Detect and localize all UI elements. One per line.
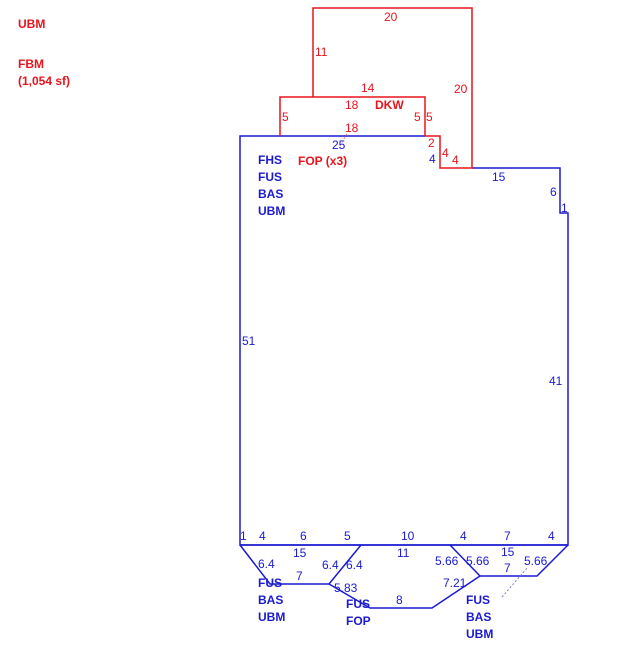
area-label: FUS [258,170,282,184]
dim: 6 [300,529,307,543]
leader-line-red [339,127,351,147]
area-label: BAS [466,610,491,624]
dim: 15 [293,546,307,560]
dim: 7 [296,569,303,583]
area-label: BAS [258,593,283,607]
area-label: UBM [466,627,493,641]
dim: 1 [240,529,247,543]
dim: 25 [332,138,346,152]
dim: 7.21 [443,576,467,590]
area-label: BAS [258,187,283,201]
dim: 4 [442,146,449,160]
dim: 5 [282,110,289,124]
dim: 5.66 [524,554,548,568]
dim: 6.4 [258,557,275,571]
upper-addition-outline [312,7,473,169]
area-label: FUS [258,576,282,590]
dim: 6.4 [322,558,339,572]
area-label: UBM [258,204,285,218]
dim: 6 [550,185,557,199]
dim: 2 [428,136,435,150]
dim: 20 [454,82,468,96]
fop-label: FOP (x3) [298,154,347,168]
left-bay-outline [239,544,362,585]
dim: 5.66 [466,554,490,568]
legend-ubm: UBM [18,17,46,31]
dim: 1 [561,201,568,215]
dim: 11 [315,45,328,59]
leader-line [501,566,529,598]
dim: 4 [429,152,436,166]
area-label: FUS [466,593,490,607]
dim: 7 [504,529,511,543]
area-label: FUS [346,597,370,611]
dim: 4 [548,529,555,543]
main-building-outline [239,135,569,546]
dim: 5 [426,110,433,124]
dim: 5 [414,110,421,124]
area-label: FHS [258,153,282,167]
mid-bay-outline [328,544,482,609]
legend-fbm: FBM [18,57,44,71]
dkw-outline [279,96,426,136]
dim: 15 [501,545,515,559]
dim: 10 [401,529,415,543]
area-label: UBM [258,610,285,624]
dim: 8 [396,593,403,607]
dim: 4 [259,529,266,543]
dim: 18 [345,98,359,112]
area-label: FOP [346,614,371,628]
dim: 20 [384,10,398,24]
dim: 6.4 [346,558,363,572]
dim: 51 [242,334,256,348]
dim: 4 [460,529,467,543]
dim: 4 [452,153,459,167]
legend-area: (1,054 sf) [18,74,71,88]
dim: 5.83 [334,581,358,595]
right-bay-outline [480,544,569,577]
dim: 11 [397,546,410,560]
dim: 15 [492,170,506,184]
dim: 5 [344,529,351,543]
dim: 18 [345,121,359,135]
dim: 14 [361,81,375,95]
dim: 7 [504,561,511,575]
dim: 41 [549,374,563,388]
dim: 5.66 [435,554,459,568]
dkw-label: DKW [375,98,404,112]
